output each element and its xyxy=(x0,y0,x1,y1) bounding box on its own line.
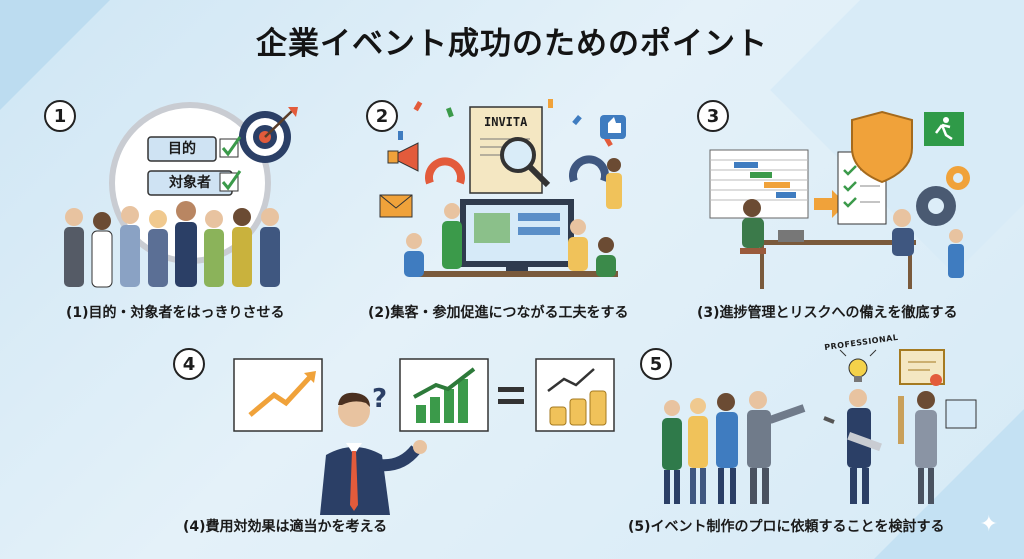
section-5-illustration xyxy=(662,349,977,504)
gear-icon xyxy=(916,166,970,226)
section-5-caption: (5)イベント制作のプロに依頼することを検討する xyxy=(628,519,945,535)
exit-sign-icon xyxy=(924,112,964,146)
invitation-text: INVITA xyxy=(484,115,528,129)
question-mark: ? xyxy=(372,384,388,414)
label-purpose: 目的 xyxy=(168,141,196,157)
coins-icon xyxy=(535,358,615,432)
section-number-4: 4 xyxy=(173,348,205,380)
envelope-icon xyxy=(379,194,413,218)
sparkle-icon: ✦ xyxy=(979,512,998,537)
page-title: 企業イベント成功のためのポイント xyxy=(256,26,768,62)
thumbs-up-icon xyxy=(600,115,626,139)
section-number-1: 1 xyxy=(44,100,76,132)
lightbulb-icon xyxy=(839,349,877,382)
label-target: 対象者 xyxy=(169,175,211,191)
checkmark-icon xyxy=(219,136,242,192)
growth-chart-icon xyxy=(399,358,489,432)
section-number-2: 2 xyxy=(366,100,398,132)
section-1-caption: (1)目的・対象者をはっきりさせる xyxy=(66,305,285,321)
target-icon xyxy=(239,107,298,163)
section-number-3: 3 xyxy=(697,100,729,132)
section-number-5: 5 xyxy=(640,348,672,380)
growth-chart-icon xyxy=(233,358,323,432)
magnet-icon xyxy=(425,155,609,185)
magnifier-icon xyxy=(500,137,551,188)
section-4-caption: (4)費用対効果は適当かを考える xyxy=(183,519,388,535)
section-2-caption: (2)集客・参加促進につながる工夫をする xyxy=(368,305,629,321)
background-corner xyxy=(0,0,110,110)
section-3-caption: (3)進捗管理とリスクへの備えを徹底する xyxy=(697,305,958,321)
shield-icon xyxy=(851,110,913,184)
section-2-illustration xyxy=(379,99,626,277)
section-3-illustration xyxy=(709,110,970,289)
certificate-icon xyxy=(899,349,945,386)
megaphone-icon xyxy=(387,142,419,172)
section-1-illustration xyxy=(64,102,298,288)
section-4-illustration xyxy=(233,358,615,515)
